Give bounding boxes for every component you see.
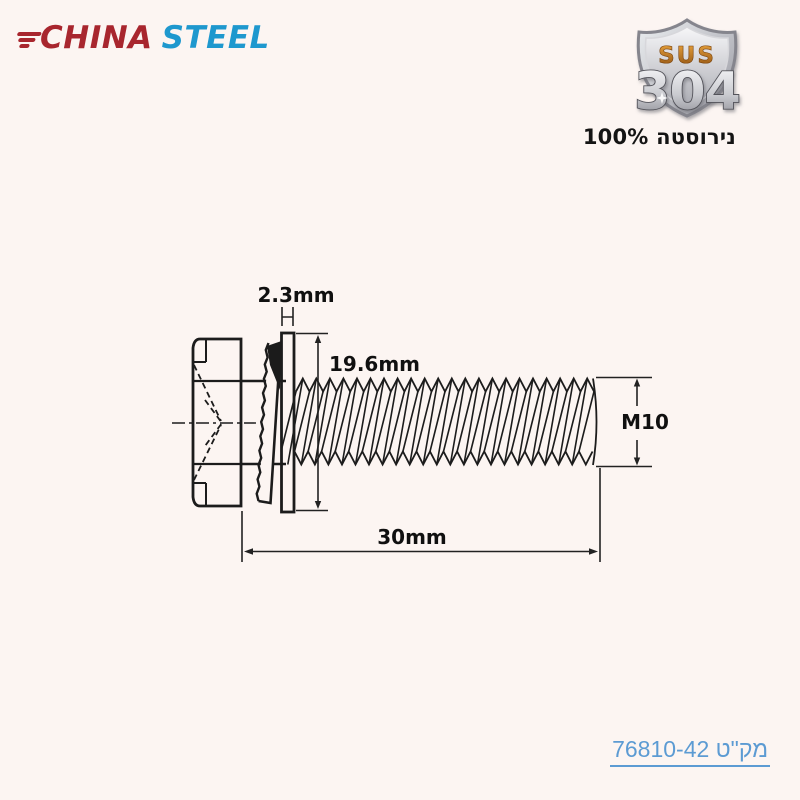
sku-label: מק"ט [715, 736, 768, 762]
dim-washer-diameter-label: 19.6mm [329, 352, 420, 376]
spring-washer [255, 341, 282, 505]
sku-value: 76810-42 [612, 736, 710, 762]
dim-washer-thickness-label: 2.3mm [257, 283, 334, 307]
brand-name-part1: CHINA [40, 20, 153, 56]
flat-washer [280, 331, 296, 514]
dimension-washer-diameter: 19.6mm [296, 332, 420, 512]
sku-link: מק"ט 76810-42 [610, 736, 770, 767]
bolt-head [191, 337, 243, 508]
sus304-badge: SUS 304 [633, 18, 742, 123]
thread-end-edge [592, 378, 598, 466]
shield-icon [636, 18, 738, 118]
thread-shaft [280, 376, 598, 467]
sparkle-icon [656, 92, 668, 104]
stainless-caption: נירוסטה 100% [582, 125, 736, 149]
washer-contact-shadow [267, 341, 282, 390]
badge-material-label: SUS [658, 43, 716, 69]
brand-name-part2: STEEL [161, 20, 270, 56]
dim-shaft-length-label: 30mm [377, 525, 447, 549]
brand-logo: CHINA STEEL [16, 20, 270, 56]
dimension-washer-thickness: 2.3mm [257, 283, 335, 326]
dim-thread-size-label: M10 [621, 410, 669, 434]
hidden-drive-lines [193, 364, 222, 481]
dimension-shaft-length: 30mm [241, 468, 601, 562]
badge-grade-label: 304 [634, 62, 740, 122]
dimension-thread-size: M10 [596, 376, 669, 468]
